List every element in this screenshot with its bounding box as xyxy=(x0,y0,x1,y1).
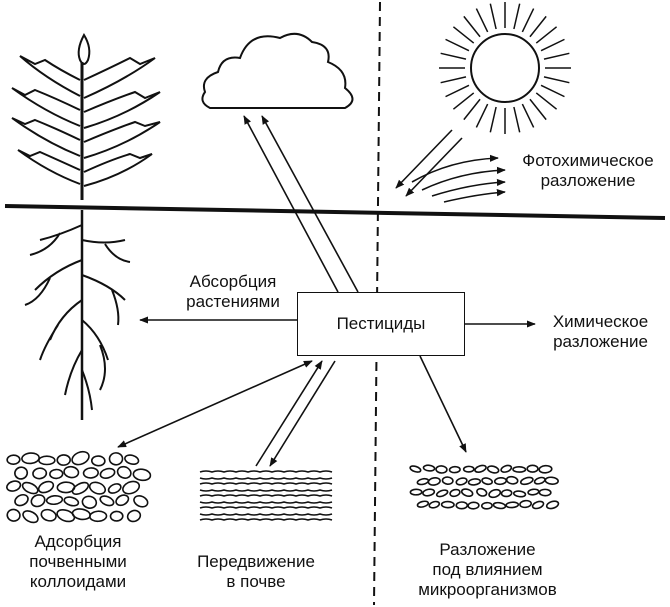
arrows xyxy=(117,115,536,467)
pesticides-box: Пестициды xyxy=(297,292,465,356)
cloud-icon xyxy=(201,32,354,109)
soil-particles-icon xyxy=(6,450,152,524)
photo-arrow-1 xyxy=(411,154,499,183)
sun-ray-arrow-1 xyxy=(395,129,453,189)
ground-line xyxy=(4,204,666,220)
chemical-label: Химическое разложение xyxy=(552,312,649,351)
pesticides-label: Пестициды xyxy=(336,314,426,333)
arrow-to-cloud-1 xyxy=(243,115,339,293)
arrow-microbial xyxy=(419,355,467,453)
microbial-label: Разложение под влиянием микроорганизмов xyxy=(418,540,557,599)
arrow-adsorption xyxy=(117,360,313,448)
adsorption-label: Адсорбция почвенными коллоидами xyxy=(29,532,127,591)
photochemical-label: Фотохимическое разложение xyxy=(522,151,654,190)
microorganism-soil-icon xyxy=(409,464,560,510)
arrow-movement-2 xyxy=(269,360,336,467)
sun-ray-arrow-2 xyxy=(405,137,463,197)
photo-arrow-4 xyxy=(443,189,506,203)
arrow-movement-1 xyxy=(255,360,323,467)
plant-icon xyxy=(11,32,161,420)
soil-layers-icon xyxy=(199,470,333,521)
photo-arrow-3 xyxy=(431,178,506,197)
sun-icon xyxy=(439,2,571,134)
photo-arrow-2 xyxy=(421,166,506,191)
movement-label: Передвижение в почве xyxy=(197,552,315,591)
absorption-label: Абсорбция растениями xyxy=(186,272,280,311)
arrow-to-cloud-2 xyxy=(261,115,359,293)
